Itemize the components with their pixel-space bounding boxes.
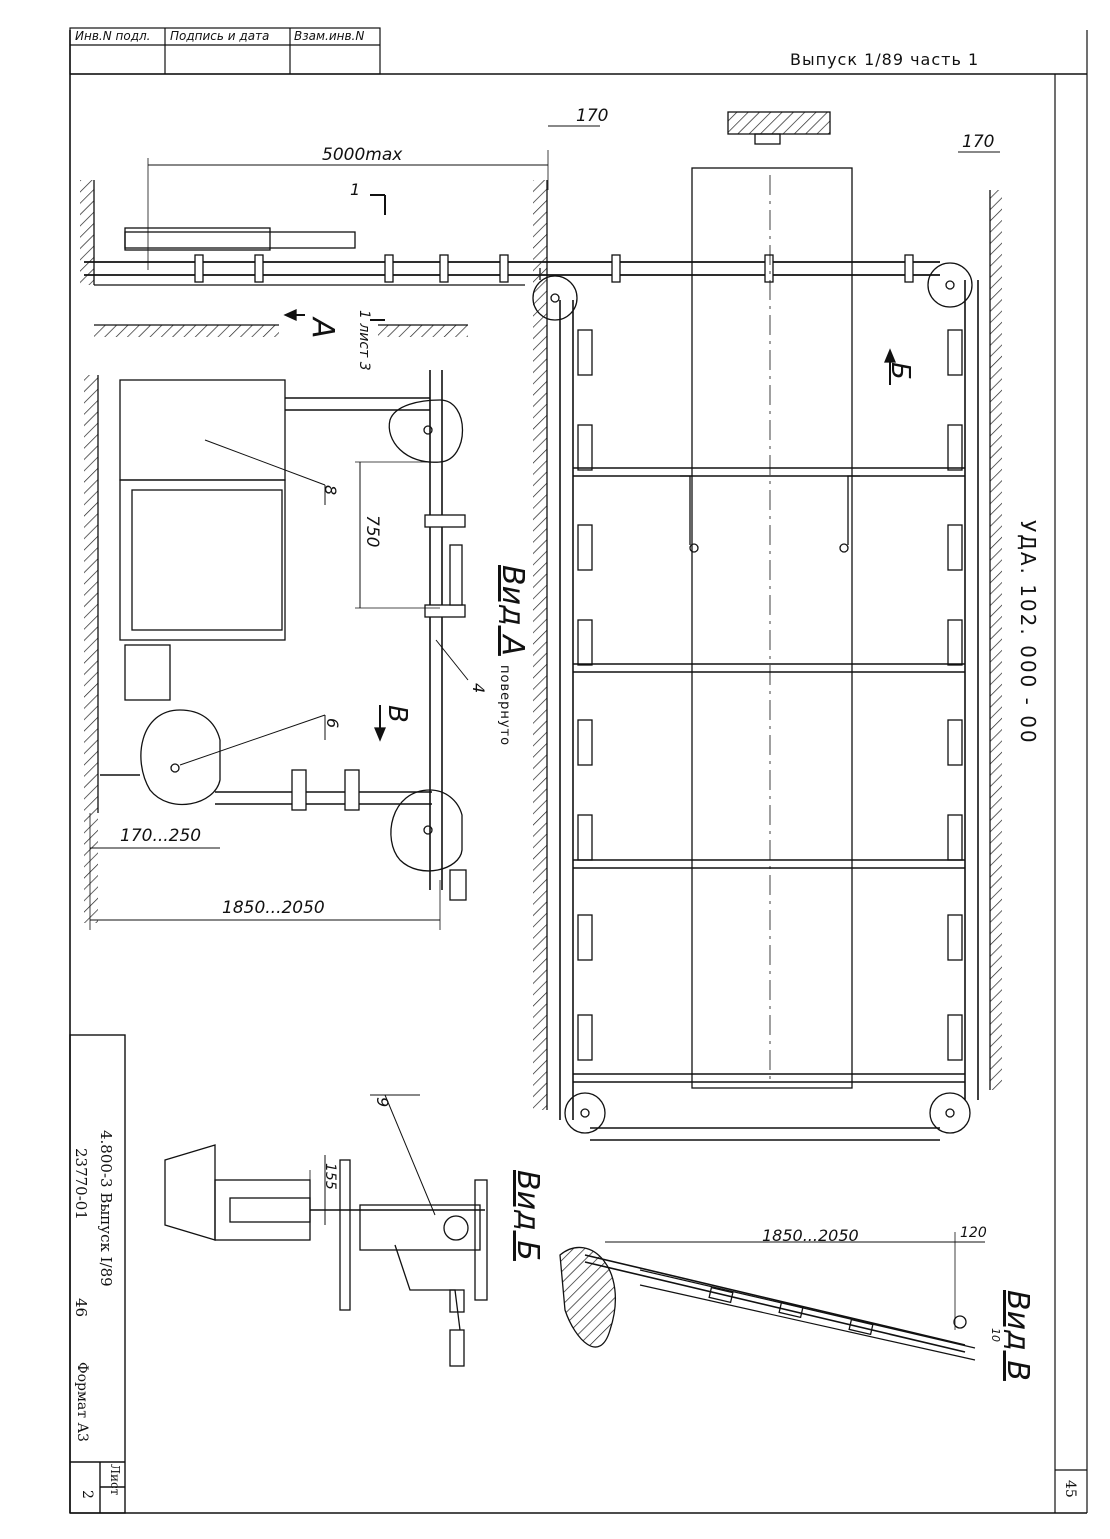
arrow-v-label: В — [382, 705, 412, 723]
main-plan — [532, 111, 1002, 1141]
page-number: 45 — [1062, 1480, 1078, 1498]
dim-1850-2050: 1850...2050 — [222, 898, 325, 918]
view-a-title: Вид А — [495, 565, 530, 656]
callout-4: 4 — [469, 683, 488, 694]
drawing-code: УДА. 102. 000 - 00 — [1016, 520, 1040, 745]
view-v-title: Вид В — [1000, 1290, 1035, 1381]
title-block-format: Формат А3 — [74, 1362, 90, 1442]
title-block — [69, 1034, 126, 1514]
dim-155: 155 — [322, 1163, 338, 1190]
dim-170-top: 170 — [576, 106, 609, 126]
stamp-inv-label: Инв.N подл. — [75, 29, 151, 43]
view-b — [164, 1094, 488, 1367]
dim-750: 750 — [362, 515, 382, 548]
dim-170-250: 170...250 — [120, 826, 202, 846]
dim-5000: 5000max — [322, 145, 403, 165]
view-v — [559, 1232, 985, 1361]
title-block-number: 23770-01 — [72, 1148, 90, 1220]
section-1-sheet-ref: 1 лист 3 — [356, 310, 372, 371]
stamp-replace-label: Взам.инв.N — [294, 29, 365, 43]
title-block-page-no: 46 — [72, 1298, 90, 1318]
view-a-rotated-note: повернуто — [497, 665, 512, 747]
callout-9: 9 — [373, 1097, 392, 1108]
dim-120: 120 — [960, 1225, 987, 1241]
view-b-title: Вид Б — [510, 1170, 545, 1261]
arrow-b-label: Б — [885, 362, 915, 380]
callout-6: 6 — [323, 718, 342, 729]
title-block-doc: 4.800-3 Выпуск I/89 — [97, 1130, 115, 1287]
view-a — [84, 370, 469, 930]
section-mark-1: 1 — [350, 180, 361, 199]
arrow-a-label: А — [305, 318, 340, 339]
top-stamp — [69, 27, 381, 75]
title-block-sheet-label: Лист — [108, 1464, 122, 1496]
stamp-sign-label: Подпись и дата — [170, 29, 270, 43]
dim-1850-2050-view-v: 1850...2050 — [762, 1226, 859, 1245]
issue-header: Выпуск 1/89 часть 1 — [790, 50, 980, 69]
dim-170-right: 170 — [962, 132, 995, 152]
title-block-sheet-no: 2 — [79, 1490, 95, 1499]
plan-view — [80, 150, 940, 337]
callout-8: 8 — [321, 485, 340, 496]
